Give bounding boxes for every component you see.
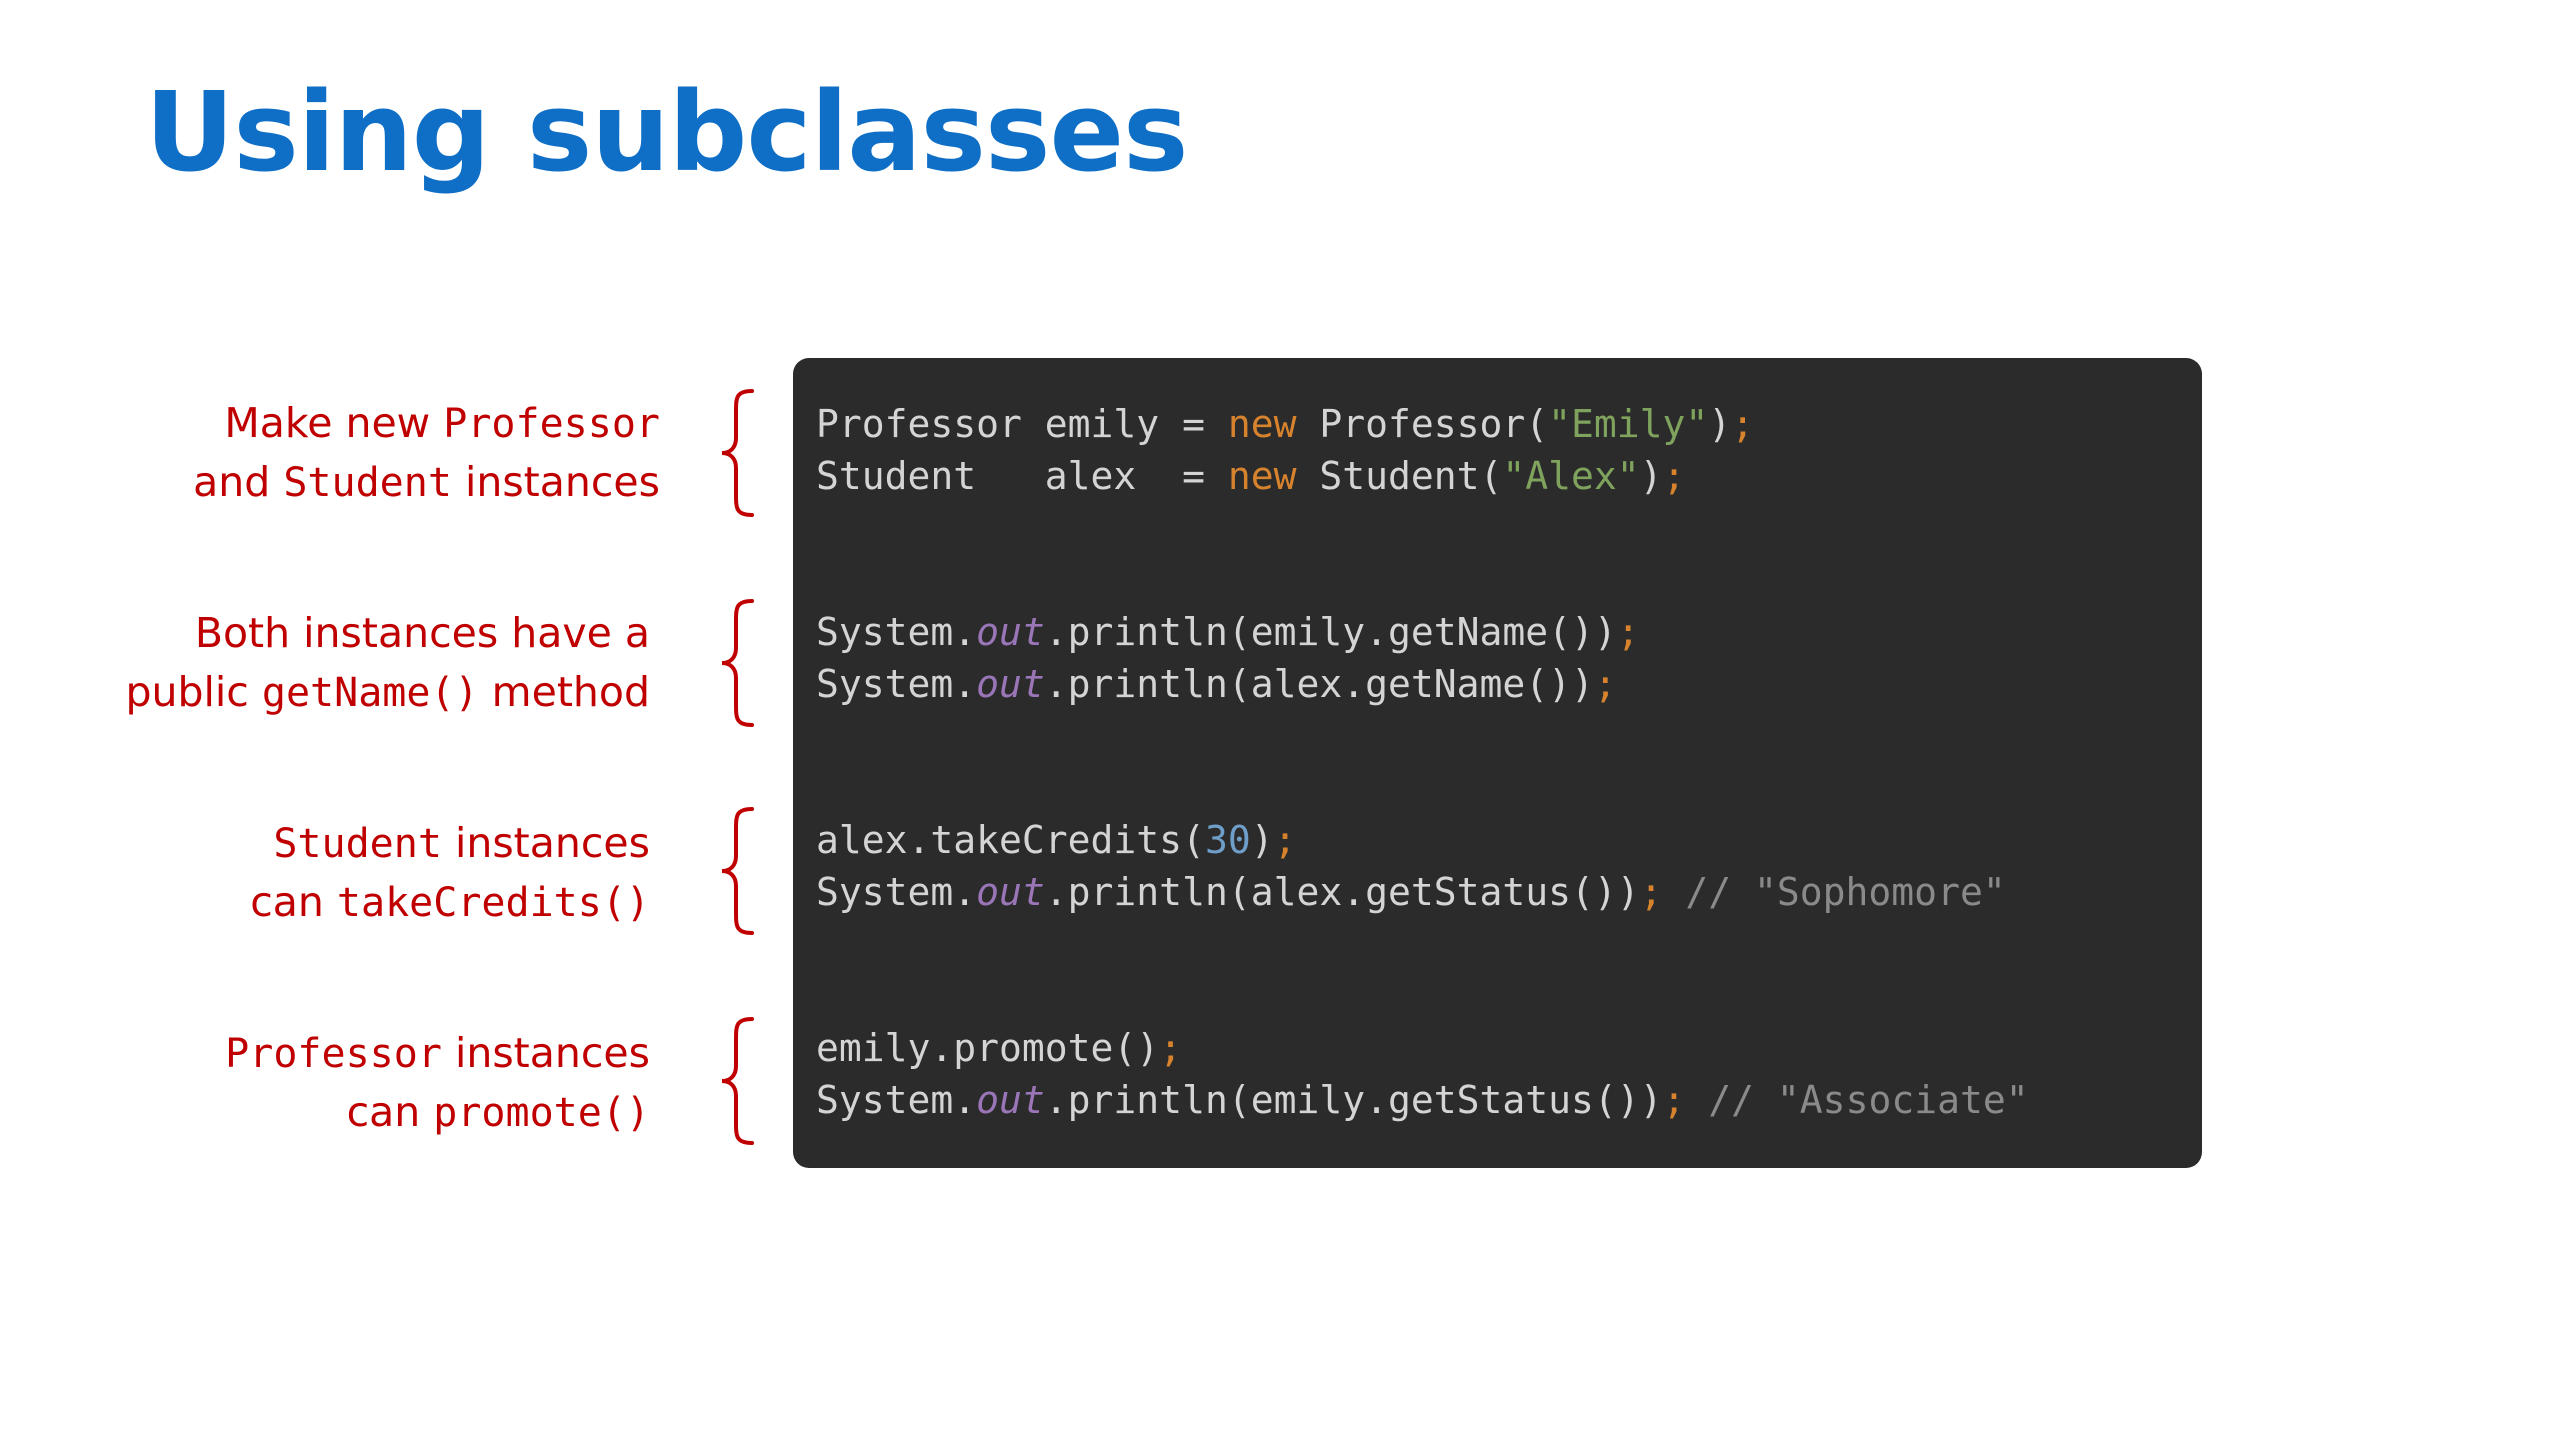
slide-title: Using subclasses bbox=[145, 68, 1189, 196]
code-semicolon: ; bbox=[1273, 818, 1297, 862]
annotation-code-text: Student bbox=[283, 460, 452, 506]
code-class: System. bbox=[816, 870, 977, 914]
annotation-code-text: Professor bbox=[443, 401, 660, 447]
annotation-text: instances bbox=[451, 458, 660, 506]
code-call: .println(alex.getStatus()) bbox=[1044, 870, 1640, 914]
code-semicolon: ; bbox=[1662, 1078, 1686, 1122]
code-spacer bbox=[816, 502, 2202, 606]
code-call: alex.takeCredits( bbox=[816, 818, 1205, 862]
annotation-text: method bbox=[478, 668, 650, 716]
annotation-code-text: takeCredits() bbox=[336, 880, 650, 926]
code-keyword: new bbox=[1227, 402, 1297, 446]
annotation-line: Professor instances bbox=[90, 1024, 650, 1083]
annotation-code-text: getName() bbox=[261, 670, 479, 716]
code-semicolon: ; bbox=[1593, 662, 1617, 706]
code-type: Professor bbox=[816, 402, 1022, 446]
code-constructor: Professor( bbox=[1319, 402, 1549, 446]
code-call: .println(emily.getStatus()) bbox=[1044, 1078, 1663, 1122]
annotation-line: Both instances have a bbox=[90, 604, 650, 663]
code-class: System. bbox=[816, 1078, 977, 1122]
annotation-line: and Student instances bbox=[100, 453, 660, 512]
annotation-text: can bbox=[250, 878, 337, 926]
code-class: System. bbox=[816, 662, 977, 706]
code-comment: // "Sophomore" bbox=[1685, 870, 2006, 914]
annotation-code-text: Professor bbox=[225, 1031, 442, 1077]
code-punctuation: ) bbox=[1708, 402, 1732, 446]
code-semicolon: ; bbox=[1639, 870, 1663, 914]
code-number: 30 bbox=[1204, 818, 1251, 862]
annotation-line: Student instances bbox=[90, 814, 650, 873]
annotation-line: public getName() method bbox=[90, 663, 650, 722]
code-semicolon: ; bbox=[1662, 454, 1686, 498]
code-class: System. bbox=[816, 610, 977, 654]
annotation-text: instances bbox=[441, 1029, 650, 1077]
code-line: Professor emily = new Professor("Emily")… bbox=[816, 398, 2202, 450]
curly-brace-icon bbox=[721, 1017, 754, 1145]
code-string: "Emily" bbox=[1548, 402, 1709, 446]
code-spacer bbox=[816, 918, 2202, 1022]
annotation-line: can takeCredits() bbox=[90, 873, 650, 932]
annotation-promote: Professor instances can promote() bbox=[90, 1024, 650, 1142]
code-call: emily.promote() bbox=[816, 1026, 1160, 1070]
code-variable: emily bbox=[1044, 402, 1160, 446]
code-semicolon: ; bbox=[1731, 402, 1755, 446]
code-line: System.out.println(alex.getStatus()); //… bbox=[816, 866, 2202, 918]
code-call: .println(emily.getName()) bbox=[1044, 610, 1617, 654]
code-keyword: new bbox=[1227, 454, 1297, 498]
code-semicolon: ; bbox=[1616, 610, 1640, 654]
code-line: System.out.println(alex.getName()); bbox=[816, 658, 2202, 710]
code-operator: = bbox=[1136, 454, 1228, 498]
annotation-text: public bbox=[125, 668, 262, 716]
code-static-field: out bbox=[976, 1078, 1045, 1122]
code-semicolon: ; bbox=[1159, 1026, 1183, 1070]
code-static-field: out bbox=[976, 610, 1045, 654]
annotation-line: can promote() bbox=[90, 1083, 650, 1142]
code-line: System.out.println(emily.getName()); bbox=[816, 606, 2202, 658]
code-call: .println(alex.getName()) bbox=[1044, 662, 1594, 706]
code-spacer bbox=[816, 710, 2202, 814]
curly-brace-icon bbox=[721, 599, 754, 727]
annotation-text: Both instances have a bbox=[194, 609, 650, 657]
code-line: emily.promote(); bbox=[816, 1022, 2202, 1074]
annotation-code-text: promote() bbox=[433, 1090, 650, 1136]
code-variable: alex bbox=[1044, 454, 1137, 498]
code-static-field: out bbox=[976, 870, 1045, 914]
annotation-text: instances bbox=[441, 819, 650, 867]
annotation-text: can bbox=[346, 1088, 434, 1136]
annotation-code-text: Student bbox=[273, 821, 442, 867]
code-line: Student alex = new Student("Alex"); bbox=[816, 450, 2202, 502]
annotation-take-credits: Student instances can takeCredits() bbox=[90, 814, 650, 932]
code-operator: = bbox=[1159, 402, 1228, 446]
annotation-get-name: Both instances have a public getName() m… bbox=[90, 604, 650, 722]
annotation-text: Make new bbox=[224, 399, 444, 447]
code-line: System.out.println(emily.getStatus()); /… bbox=[816, 1074, 2202, 1126]
code-comment: // "Associate" bbox=[1708, 1078, 2029, 1122]
annotation-line: Make new Professor bbox=[100, 394, 660, 453]
annotation-create-instances: Make new Professor and Student instances bbox=[100, 394, 660, 512]
code-panel: Professor emily = new Professor("Emily")… bbox=[793, 358, 2202, 1168]
curly-brace-icon bbox=[721, 807, 754, 935]
code-line: alex.takeCredits(30); bbox=[816, 814, 2202, 866]
code-string: "Alex" bbox=[1502, 454, 1640, 498]
code-punctuation: ) bbox=[1639, 454, 1663, 498]
annotation-text: and bbox=[193, 458, 284, 506]
code-constructor: Student( bbox=[1319, 454, 1503, 498]
code-punctuation: ) bbox=[1250, 818, 1274, 862]
code-static-field: out bbox=[976, 662, 1045, 706]
curly-brace-icon bbox=[721, 389, 754, 517]
code-type: Student bbox=[816, 454, 977, 498]
